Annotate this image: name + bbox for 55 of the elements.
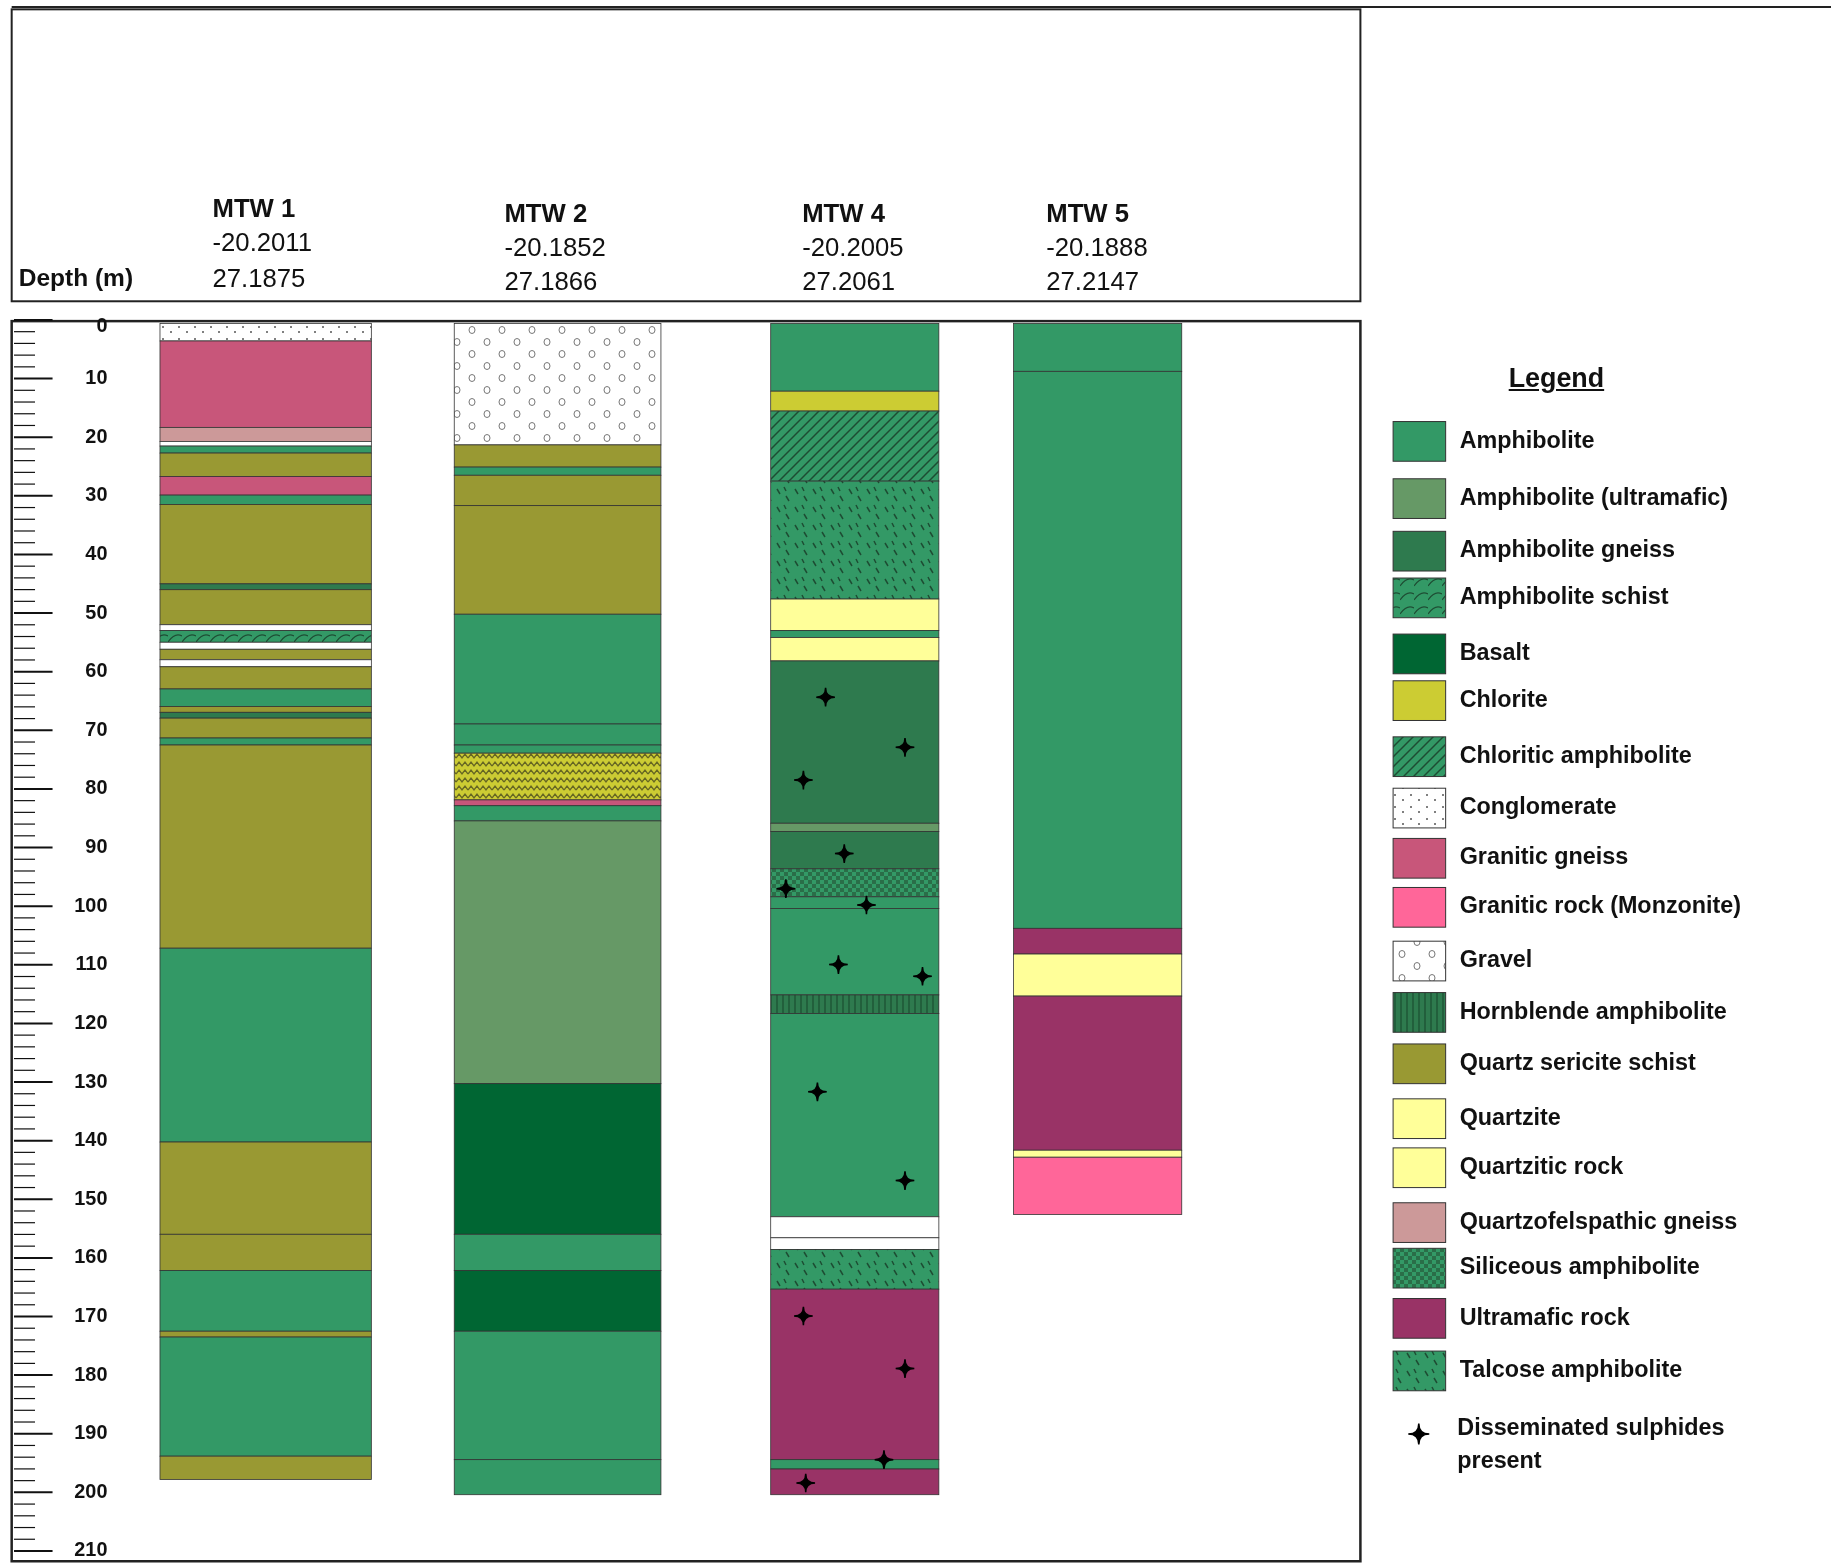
- legend-label: Chlorite: [1459, 687, 1548, 712]
- tick-label: 30: [84, 485, 108, 506]
- tick-label: 60: [84, 661, 108, 681]
- tick-label: 10: [84, 368, 108, 388]
- longitude-value: 27.1866: [504, 268, 598, 295]
- tick-label: 120: [73, 1012, 108, 1033]
- legend-label: Siliceous amphibolite: [1459, 1255, 1700, 1279]
- well-name: MTW 2: [504, 200, 588, 227]
- axis-title: Depth (m): [18, 266, 134, 291]
- legend-label: Amphibolite gneiss: [1459, 538, 1675, 562]
- legend-title: Legend: [1508, 365, 1605, 393]
- legend-label: Disseminated sulphides present: [1457, 1412, 1726, 1476]
- tick-label: 170: [73, 1306, 108, 1326]
- tick-label: 160: [73, 1247, 108, 1268]
- tick-label: 50: [84, 602, 108, 623]
- legend-label: Quartzitic rock: [1459, 1154, 1624, 1179]
- tick-label: 80: [84, 778, 108, 799]
- legend-label: Talcose amphibolite: [1459, 1358, 1683, 1382]
- tick-label: 210: [73, 1540, 108, 1561]
- tick-label: 140: [73, 1130, 108, 1150]
- legend-label: Chloritic amphibolite: [1459, 743, 1692, 768]
- longitude-value: 27.2061: [802, 268, 896, 295]
- tick-label: 70: [84, 719, 108, 740]
- tick-label: 110: [74, 954, 108, 975]
- legend-label: Hornblende amphibolite: [1459, 999, 1727, 1023]
- legend-label: Basalt: [1459, 641, 1530, 665]
- legend-label: Quartzofelspathic gneiss: [1459, 1209, 1738, 1234]
- longitude-value: 27.2147: [1046, 268, 1140, 295]
- legend-label: Amphibolite schist: [1459, 585, 1669, 609]
- legend-label: Quartz sericite schist: [1459, 1050, 1696, 1075]
- legend-label: Amphibolite: [1459, 428, 1595, 452]
- tick-label: 150: [73, 1188, 108, 1209]
- tick-label: 20: [84, 426, 108, 447]
- tick-label: 200: [73, 1481, 108, 1502]
- latitude-value: -20.2005: [802, 234, 904, 261]
- legend-label: Gravel: [1459, 948, 1533, 972]
- tick-label: 130: [73, 1071, 108, 1092]
- well-name: MTW 5: [1046, 200, 1130, 227]
- legend-label: Amphibolite (ultramafic): [1459, 485, 1729, 510]
- legend-label: Conglomerate: [1459, 795, 1617, 819]
- tick-label: 90: [84, 837, 108, 857]
- legend-label: Granitic gneiss: [1459, 845, 1629, 869]
- legend-label: Granitic rock (Monzonite): [1459, 894, 1742, 918]
- latitude-value: -20.1852: [504, 234, 606, 261]
- tick-label: 40: [84, 543, 108, 564]
- legend-label: Quartzite: [1459, 1105, 1561, 1130]
- well-name: MTW 1: [212, 196, 296, 222]
- tick-label: 190: [73, 1423, 108, 1444]
- tick-label: 100: [73, 895, 108, 916]
- legend-label: Ultramafic rock: [1459, 1305, 1630, 1329]
- tick-label: 180: [73, 1364, 108, 1385]
- latitude-value: -20.1888: [1046, 234, 1148, 261]
- latitude-value: -20.2011: [212, 230, 313, 256]
- longitude-value: 27.1875: [212, 266, 306, 292]
- well-name: MTW 4: [802, 200, 885, 227]
